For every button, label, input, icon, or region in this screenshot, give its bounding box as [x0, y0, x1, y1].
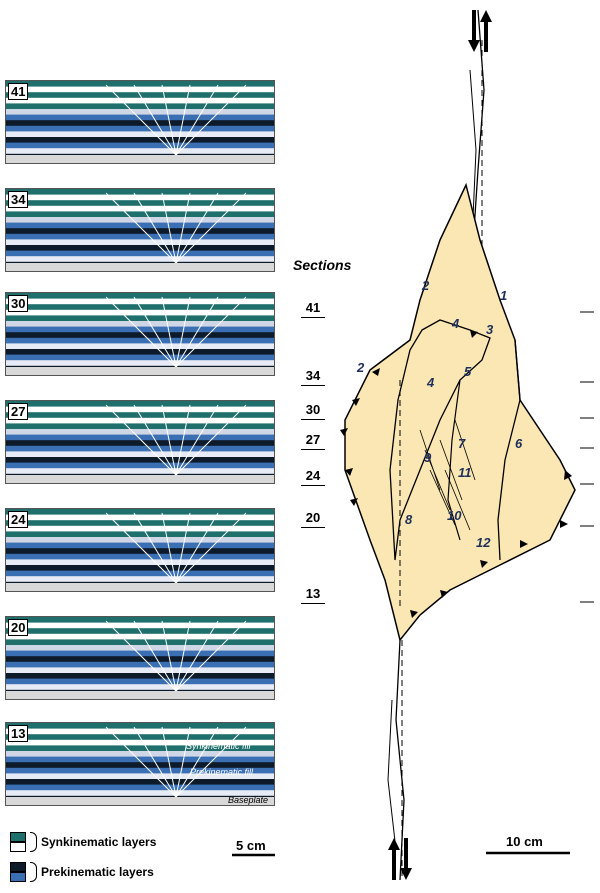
- panel-strata: [6, 293, 274, 375]
- synk-fill-label: Synkinematic fill: [186, 741, 251, 751]
- section-label: 30: [298, 402, 328, 420]
- section-panel: 20: [5, 616, 275, 700]
- swatch-white: [10, 842, 26, 852]
- section-label: 27: [298, 432, 328, 450]
- scale-large-label: 10 cm: [506, 834, 543, 849]
- fault-number: 4: [452, 316, 460, 331]
- panel-number: 13: [8, 725, 29, 742]
- legend-synk: Synkinematic layers: [10, 832, 156, 852]
- legend-synk-label: Synkinematic layers: [41, 835, 157, 849]
- panel-strata: [6, 401, 274, 483]
- fault-number: 8: [405, 512, 413, 527]
- right-ticks: [580, 311, 594, 603]
- section-panel: 41: [5, 80, 275, 164]
- fault-number: 6: [515, 436, 523, 451]
- fault-number: 12: [476, 535, 491, 550]
- brace-prek: [30, 862, 37, 882]
- panel-strata: [6, 509, 274, 591]
- pdz-line-bottom2: [387, 699, 397, 851]
- section-label: 13: [298, 586, 328, 604]
- section-label: 34: [298, 368, 328, 386]
- panel-strata: [6, 617, 274, 699]
- section-label: 24: [298, 468, 328, 486]
- fault-number: 4: [427, 375, 435, 390]
- fault-number: 10: [447, 508, 462, 523]
- thrust-ticks: [340, 330, 572, 618]
- panel-number: 34: [8, 191, 29, 208]
- fault-number: 5: [464, 364, 472, 379]
- panel-strata: [6, 81, 274, 163]
- fault-number: 9: [424, 450, 432, 465]
- swatch-black: [10, 862, 26, 872]
- fault-number: 3: [486, 322, 494, 337]
- legend-prek: Prekinematic layers: [10, 862, 154, 882]
- fault-lens: [344, 182, 576, 642]
- fault-number: 11: [458, 465, 472, 480]
- panel-number: 30: [8, 295, 29, 312]
- section-panel: 24: [5, 508, 275, 592]
- shear-arrows: [388, 10, 492, 880]
- panel-strata: [6, 189, 274, 271]
- brace-synk: [30, 832, 37, 852]
- swatch-teal: [10, 832, 26, 842]
- pdz-line-top2: [469, 69, 477, 241]
- fault-number: 1: [500, 288, 508, 303]
- panel-number: 20: [8, 619, 29, 636]
- panel-number: 27: [8, 403, 29, 420]
- section-label: 20: [298, 510, 328, 528]
- pdz-line-top: [473, 9, 485, 231]
- section-panel: 27: [5, 400, 275, 484]
- panel-number: 24: [8, 511, 29, 528]
- legend-prek-label: Prekinematic layers: [41, 865, 154, 879]
- panel-number: 41: [8, 83, 29, 100]
- fault-number: 7: [458, 436, 466, 451]
- pdz-line-bottom: [395, 639, 405, 881]
- swatch-blue: [10, 872, 26, 882]
- sections-title: Sections: [293, 257, 352, 273]
- panel-strata: [6, 723, 274, 805]
- prek-fill-label: Prekinematic fill: [190, 767, 254, 777]
- fault-number: 2: [422, 278, 430, 293]
- section-panel: 30: [5, 292, 275, 376]
- section-panel: 34: [5, 188, 275, 272]
- fault-number: 2: [357, 360, 365, 375]
- section-label: 41: [298, 300, 328, 318]
- scale-small-label: 5 cm: [236, 838, 266, 853]
- baseplate-label: Baseplate: [228, 795, 269, 805]
